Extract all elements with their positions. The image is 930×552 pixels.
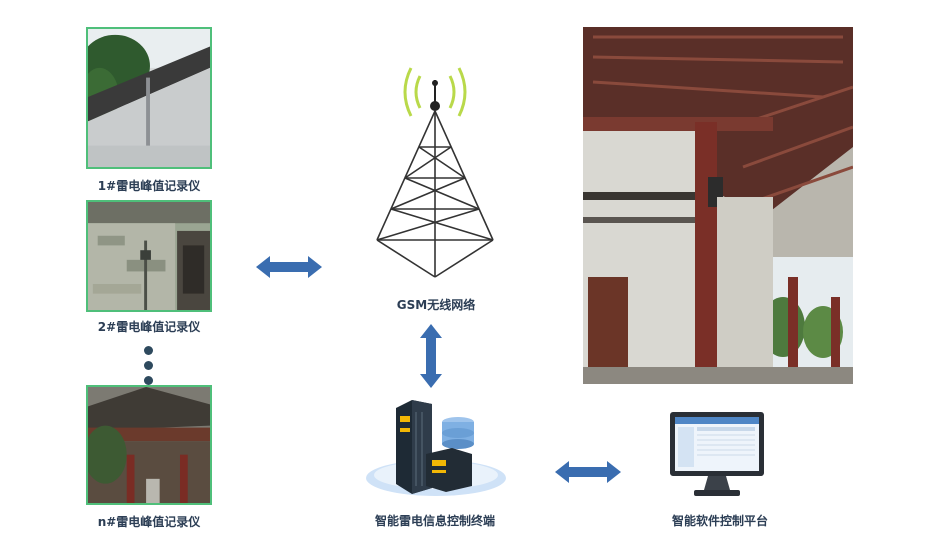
gsm-network-label: GSM无线网络: [396, 298, 476, 312]
ellipsis-dot: [144, 376, 153, 385]
terminal-platform-double-arrow: [555, 461, 621, 483]
recorder-2-photo: [86, 200, 212, 312]
ellipsis-dot: [144, 346, 153, 355]
recorders-gsm-double-arrow: [256, 256, 322, 278]
monitor-icon: [668, 410, 768, 504]
recorder-n-label: n#雷电峰值记录仪: [97, 515, 201, 529]
control-terminal-label: 智能雷电信息控制终端: [374, 514, 496, 528]
recorder-1-photo: [86, 27, 212, 169]
recorder-1-label: 1#雷电峰值记录仪: [97, 179, 201, 193]
recorder-2-label: 2#雷电峰值记录仪: [97, 320, 201, 334]
gsm-tower-icon: [365, 62, 505, 286]
ellipsis-dot: [144, 361, 153, 370]
ancient-building-photo: [583, 27, 853, 384]
gsm-terminal-double-arrow: [420, 324, 442, 388]
software-platform-label: 智能软件控制平台: [671, 514, 769, 528]
control-terminal-icon: [360, 392, 510, 508]
recorder-n-photo: [86, 385, 212, 505]
